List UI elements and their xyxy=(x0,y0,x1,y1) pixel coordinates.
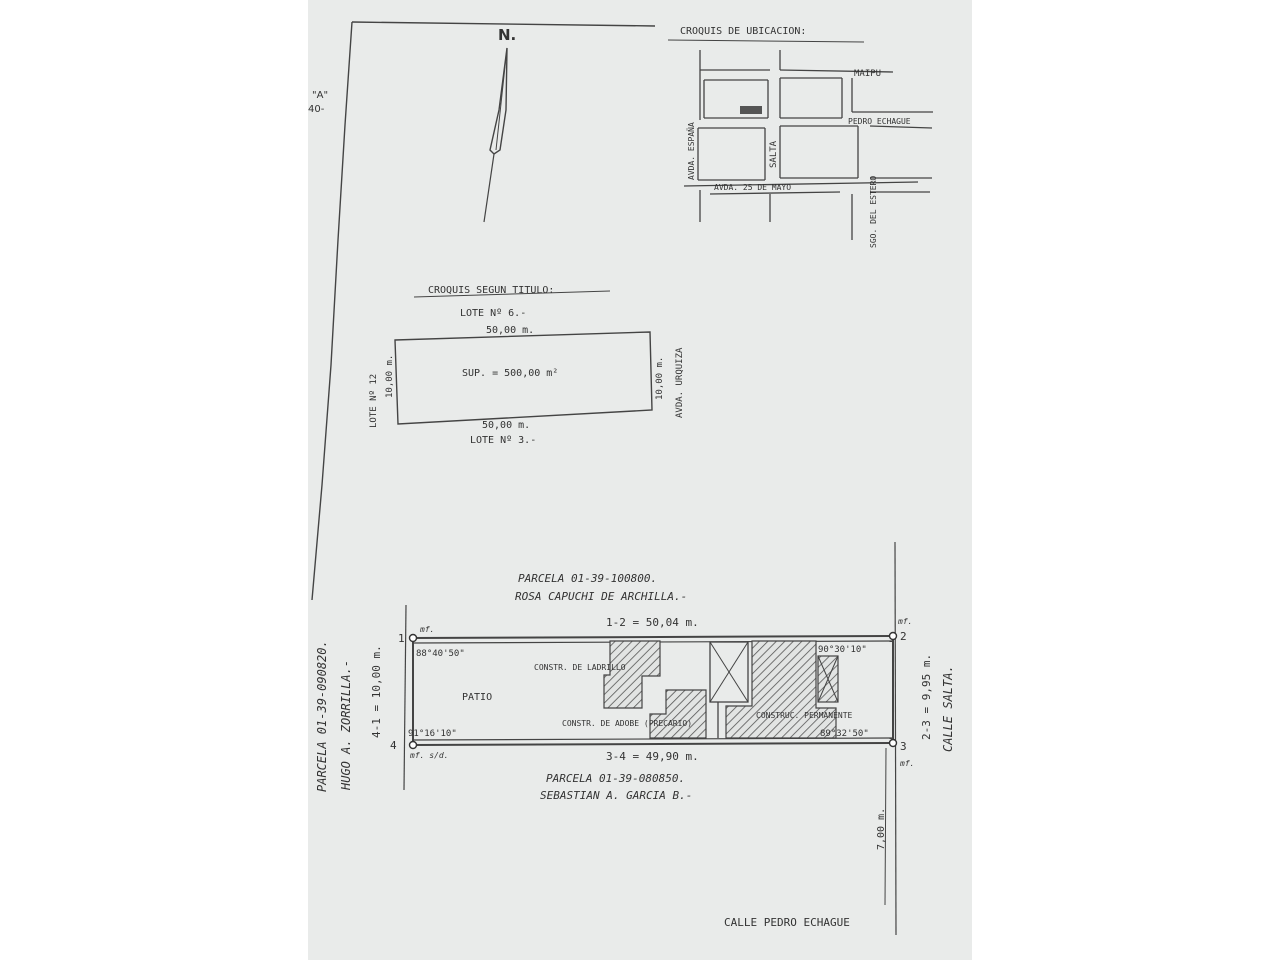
vertex-4-label: 4 xyxy=(390,739,397,752)
side-1-2-label: 1-2 = 50,04 m. xyxy=(606,616,699,629)
angle-1: 88°40'50" xyxy=(416,649,465,659)
adobe-label: CONSTR. DE ADOBE (PRECARIO) xyxy=(562,719,692,728)
side-4-1-label: 4-1 = 10,00 m. xyxy=(370,645,383,738)
brick-building xyxy=(603,640,661,709)
side-3-4-label: 3-4 = 49,90 m. xyxy=(606,750,699,763)
mark-4: mf. s/d. xyxy=(409,751,449,760)
open-shed xyxy=(709,641,749,738)
dim-right-label: 10,00 m. xyxy=(655,357,665,400)
street-avda-espana: AVDA. ESPAÑA xyxy=(686,122,696,180)
sheet-frame xyxy=(311,21,353,601)
vertex-1-label: 1 xyxy=(398,632,405,645)
mark-1: mf. xyxy=(419,625,434,634)
margin-mark-b: 40- xyxy=(308,104,325,115)
west-owner-label: HUGO A. ZORRILLA.- xyxy=(339,660,353,791)
angle-4: 91°16'10" xyxy=(408,729,457,739)
location-marker xyxy=(740,106,762,114)
south-parcel-label: PARCELA 01-39-080850. xyxy=(546,772,685,785)
dim-left-label: 10,00 m. xyxy=(385,355,395,398)
dim-top-label: 50,00 m. xyxy=(486,325,534,336)
north-owner-label: ROSA CAPUCHI DE ARCHILLA.- xyxy=(515,590,687,603)
vertex-3-label: 3 xyxy=(900,740,907,753)
side-2-3-label: 2-3 = 9,95 m. xyxy=(920,654,933,740)
street-maipu: MAIPU xyxy=(854,69,881,79)
brick-label: CONSTR. DE LADRILLO xyxy=(534,663,626,672)
vertex-4 xyxy=(408,740,418,750)
lote-bottom-label: LOTE Nº 3.- xyxy=(470,435,536,446)
west-parcel-label: PARCELA 01-39-090820. xyxy=(315,640,329,792)
vertex-3 xyxy=(888,738,898,748)
street-avda-25-mayo: AVDA. 25 DE MAYO xyxy=(714,183,791,192)
dim-bottom-label: 50,00 m. xyxy=(482,420,530,431)
survey-lot: PARCELA 01-39-100800. ROSA CAPUCHI DE AR… xyxy=(315,541,955,936)
plan-sheet xyxy=(308,0,972,960)
street-salta: SALTA xyxy=(769,140,779,168)
angle-2: 90°30'10" xyxy=(818,645,867,655)
angle-3: 89°32'50" xyxy=(820,729,869,739)
sheet-top-edge xyxy=(351,21,656,27)
vertex-2 xyxy=(888,631,898,641)
vertex-1 xyxy=(408,633,418,643)
location-sketch: CROQUIS DE UBICACION: xyxy=(667,26,933,248)
street-pedro-echague: PEDRO ECHAGUE xyxy=(848,117,911,126)
mark-3: mf. xyxy=(899,759,914,768)
north-label: N. xyxy=(498,26,516,44)
north-arrow: N. xyxy=(483,26,516,223)
patio-label: PATIO xyxy=(462,692,492,703)
lote-left-label: LOTE Nº 12 xyxy=(369,374,379,428)
adobe-building xyxy=(649,689,707,739)
permanent-label: CONSTRUC. PERMANENTE xyxy=(756,711,853,720)
area-label: SUP. = 500,00 m² xyxy=(462,368,558,379)
bottom-street-label: CALLE PEDRO ECHAGUE xyxy=(724,916,850,929)
lote-top-label: LOTE Nº 6.- xyxy=(460,308,526,319)
street-right-label: AVDA. URQUIZA xyxy=(675,347,685,418)
title-sketch: CROQUIS SEGUN TITULO: LOTE Nº 6.- 50,00 … xyxy=(369,285,685,446)
vertex-2-label: 2 xyxy=(900,630,907,643)
corner-distance-label: 7,00 m. xyxy=(876,808,887,850)
street-sgo-del-estero: SGO. DEL ESTERO xyxy=(869,176,878,248)
mark-2: mf. xyxy=(897,617,912,626)
margin-mark-a: "A" xyxy=(312,90,328,101)
south-owner-label: SEBASTIAN A. GARCIA B.- xyxy=(540,789,692,802)
title-lot-outline xyxy=(394,331,653,425)
small-room xyxy=(817,655,839,703)
location-sketch-title: CROQUIS DE UBICACION: xyxy=(680,26,806,37)
title-sketch-title: CROQUIS SEGUN TITULO: xyxy=(428,285,554,296)
north-parcel-label: PARCELA 01-39-100800. xyxy=(518,572,657,585)
permanent-building xyxy=(725,640,837,739)
east-street-label: CALLE SALTA. xyxy=(941,665,955,752)
